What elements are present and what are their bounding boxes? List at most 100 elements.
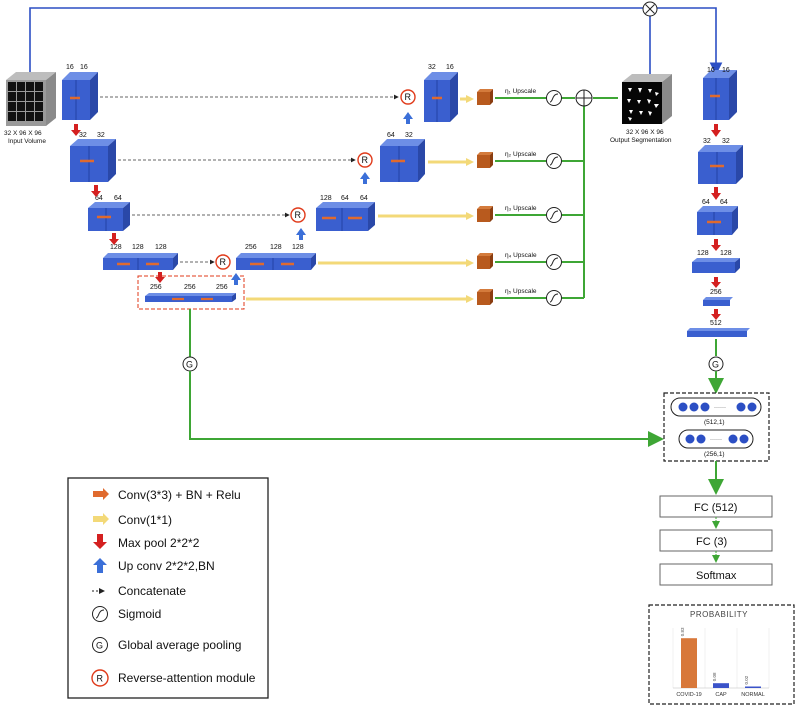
prob-category-label: COVID-19 — [676, 692, 701, 698]
vector-1-ellipsis: ······ — [714, 405, 726, 411]
svg-text:G: G — [712, 360, 719, 370]
upscale-labels: η₁ Upscale η₂ Upscale η₃ Upscale η₄ Upsc… — [505, 88, 537, 295]
dec4-label-c: 128 — [292, 244, 304, 251]
dec3-label-b: 64 — [341, 195, 349, 202]
reverse-attention-icon: R — [91, 669, 109, 687]
svg-text:Conv(3*3) + BN + Relu: Conv(3*3) + BN + Relu — [118, 488, 241, 502]
svg-text:Concatenate: Concatenate — [118, 584, 186, 598]
sigmoid-icon — [546, 290, 562, 306]
cls4-label-b: 128 — [720, 250, 732, 257]
input-volume-grid — [8, 82, 43, 121]
cls1-label-a: 16 — [707, 67, 715, 74]
green-fusion-lines — [495, 97, 618, 299]
maxpool-arrows — [71, 124, 165, 283]
chart-title: PROBABILITY — [690, 610, 748, 619]
sigmoid-icons — [546, 90, 562, 306]
prob-value-label: 0.83 — [680, 627, 685, 636]
global-average-pooling-icon: G — [708, 356, 724, 372]
svg-text:Reverse-attention module: Reverse-attention module — [118, 671, 256, 685]
feature-vector-box: ······ (512,1) ······ (256,1) — [663, 392, 770, 462]
probability-chart: PROBABILITY 0.83COVID-190.08CAP0.02NORMA… — [648, 604, 795, 705]
decoder-block-4: 256 128 128 — [236, 244, 316, 270]
fc-512-label: FC (512) — [694, 502, 737, 514]
vector-1-label: (512,1) — [704, 419, 725, 426]
cls3-label-a: 64 — [702, 199, 710, 206]
classifier-maxpool-arrows — [711, 124, 721, 320]
reverse-attention-icon: R — [400, 89, 416, 105]
multiply-icon — [642, 1, 658, 17]
fc-3-label: FC (3) — [696, 536, 727, 548]
legend-item-reverse-attention: R Reverse-attention module — [91, 669, 256, 687]
dec1-label-b: 16 — [446, 64, 454, 71]
summation-icon — [575, 89, 593, 107]
input-volume: 32 X 96 X 96 Input Volume — [4, 72, 56, 145]
reverse-attention-icon: R — [357, 152, 373, 168]
dec3-label-a: 128 — [320, 195, 332, 202]
enc4-label-c: 128 — [155, 244, 167, 251]
enc4-label-b: 128 — [132, 244, 144, 251]
encoder-block-2: 32 32 — [70, 132, 116, 182]
global-average-pooling-icon: G — [182, 356, 198, 372]
classifier-block-2: 32 32 — [698, 138, 743, 184]
reverse-attention-icon: R — [290, 207, 306, 223]
enc5-label-a: 256 — [150, 284, 162, 291]
encoder-block-3: 64 64 — [88, 195, 130, 231]
prob-bar-normal — [745, 686, 761, 688]
output-title-label: Output Segmentation — [610, 137, 672, 144]
svg-text:R: R — [295, 210, 302, 220]
enc5-label-b: 256 — [184, 284, 196, 291]
classifier-block-4: 128 128 — [692, 250, 740, 273]
sigmoid-icon — [546, 90, 562, 106]
svg-text:G: G — [186, 360, 193, 370]
enc3-label-b: 64 — [114, 195, 122, 202]
legend-item-gap: G Global average pooling — [92, 637, 241, 653]
prob-bar-covid-19 — [681, 638, 697, 688]
svg-text:R: R — [97, 674, 104, 684]
reverse-attention-modules: R R R R — [215, 89, 416, 270]
cls2-label-b: 32 — [722, 138, 730, 145]
decoder-block-2: 64 32 — [380, 132, 425, 182]
legend-item-concatenate: Concatenate — [92, 584, 186, 598]
dec4-label-a: 256 — [245, 244, 257, 251]
vector-2-ellipsis: ······ — [710, 437, 722, 443]
decoder-block-3: 128 64 64 — [316, 195, 375, 231]
dec3-label-c: 64 — [360, 195, 368, 202]
global-average-pooling-icon: G — [92, 637, 108, 653]
fc-layers: FC (512) FC (3) Softmax — [659, 461, 773, 586]
encoder-block-4: 128 128 128 — [103, 244, 178, 270]
enc2-label-a: 32 — [79, 132, 87, 139]
classifier-block-6: 512 — [687, 320, 750, 337]
prob-value-label: 0.02 — [744, 675, 749, 684]
upscale-label-3: η₃ Upscale — [505, 205, 537, 212]
output-size-label: 32 X 96 X 96 — [626, 129, 664, 136]
classifier-block-3: 64 64 — [697, 199, 738, 235]
input-title-label: Input Volume — [8, 138, 46, 145]
legend-item-sigmoid: Sigmoid — [92, 606, 161, 622]
enc5-label-c: 256 — [216, 284, 228, 291]
sigmoid-icon — [546, 254, 562, 270]
legend-item-maxpool: Max pool 2*2*2 — [93, 534, 200, 550]
enc4-label-a: 128 — [110, 244, 122, 251]
cls6-label: 512 — [710, 320, 722, 327]
dec2-label-b: 32 — [405, 132, 413, 139]
cls3-label-b: 64 — [720, 199, 728, 206]
legend-item-conv3x3: Conv(3*3) + BN + Relu — [93, 488, 241, 502]
dec2-label-a: 64 — [387, 132, 395, 139]
enc1-label-a: 16 — [66, 64, 74, 71]
upscale-label-2: η₂ Upscale — [505, 151, 537, 158]
enc2-label-b: 32 — [97, 132, 105, 139]
top-feedback-lines — [29, 1, 723, 76]
decoder-block-1: 32 16 — [424, 64, 458, 122]
vector-2-label: (256,1) — [704, 451, 725, 458]
bottleneck-region: 256 256 256 — [137, 275, 245, 310]
classifier-gap: G — [708, 339, 724, 394]
upscale-cubes — [477, 89, 493, 305]
enc1-label-b: 16 — [80, 64, 88, 71]
sigmoid-icon — [546, 153, 562, 169]
prob-category-label: NORMAL — [741, 692, 765, 698]
svg-text:Sigmoid: Sigmoid — [118, 607, 161, 621]
upscale-label-4: η₄ Upscale — [505, 252, 537, 259]
svg-text:Up conv 2*2*2,BN: Up conv 2*2*2,BN — [118, 559, 215, 573]
prob-value-label: 0.08 — [712, 672, 717, 681]
